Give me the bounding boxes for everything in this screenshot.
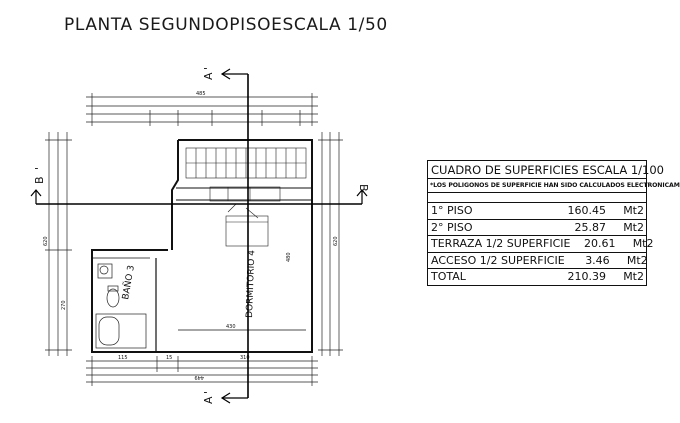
section-lines: [30, 68, 368, 404]
section-marker-b-right: B: [357, 184, 370, 192]
right-dimension-lines: [318, 132, 343, 356]
top-dimension-lines: [86, 93, 318, 126]
plan-title: PLANTA SEGUNDOPISOESCALA 1/50: [64, 15, 388, 35]
room-label-bedroom: DORMITORIO 4: [245, 250, 257, 318]
dim-bottom-overall: 449: [194, 374, 204, 380]
surface-table-spacer: [428, 193, 646, 203]
row-value: 3.46: [585, 253, 610, 267]
table-row: 2° PISO 25.87 Mt2: [428, 220, 646, 236]
surface-table-note: *LOS POLIGONOS DE SUPERFICIE HAN SIDO CA…: [428, 179, 680, 193]
row-label: ACCESO 1/2 SUPERFICIE: [431, 253, 565, 267]
table-row: TOTAL 210.39 Mt2: [428, 269, 646, 285]
row-value: 160.45: [567, 204, 607, 218]
left-dimension-lines: [45, 132, 72, 356]
room-label-bath: BAÑO 3: [120, 264, 137, 300]
row-value: 20.61: [584, 237, 616, 251]
row-label: TOTAL: [431, 270, 466, 284]
section-marker-a-top-prime: ': [202, 67, 215, 70]
table-row: ACCESO 1/2 SUPERFICIE 3.46 Mt2: [428, 253, 648, 269]
section-marker-a-bottom: A: [202, 396, 215, 404]
walls: [91, 139, 313, 353]
surface-table: CUADRO DE SUPERFICIES ESCALA 1/100 *LOS …: [427, 160, 680, 286]
dim-inner-width: 430: [226, 324, 236, 330]
section-marker-a-bottom-prime: ': [202, 391, 215, 394]
row-value: 25.87: [574, 220, 607, 234]
dim-bottom-a: 115: [118, 355, 128, 361]
surface-table-rows: 1° PISO 160.45 Mt2 2° PISO 25.87 Mt2 TER…: [428, 203, 654, 285]
row-value: 210.39: [567, 270, 607, 284]
dim-bottom-b: 310: [240, 355, 250, 361]
surface-table-header: CUADRO DE SUPERFICIES ESCALA 1/100: [428, 161, 664, 179]
bottom-dimension-lines: [86, 356, 318, 386]
row-label: TERRAZA 1/2 SUPERFICIE: [431, 237, 571, 251]
bed: [225, 203, 269, 247]
row-unit: Mt2: [623, 270, 644, 284]
row-unit: Mt2: [626, 253, 648, 267]
row-label: 2° PISO: [431, 220, 473, 234]
table-row: 1° PISO 160.45 Mt2: [428, 203, 646, 220]
table-row: TERRAZA 1/2 SUPERFICIE 20.61 Mt2: [428, 236, 654, 253]
section-marker-b-left: B: [33, 176, 46, 184]
section-marker-a-top: A: [202, 72, 215, 80]
dim-right-overall: 620: [333, 236, 339, 246]
row-unit: Mt2: [623, 220, 644, 234]
dim-top-overall: 485: [196, 91, 206, 97]
dim-bath-depth: 270: [61, 300, 67, 310]
dim-bedroom-depth: 480: [286, 252, 292, 262]
dim-left-overall: 620: [43, 236, 49, 246]
bath-fixtures: [95, 263, 147, 349]
stair-block: [185, 147, 307, 202]
row-unit: Mt2: [632, 237, 654, 251]
section-marker-b-prime: ': [33, 167, 46, 170]
dim-bottom-c: 15: [166, 355, 172, 361]
row-unit: Mt2: [623, 204, 644, 218]
row-label: 1° PISO: [431, 204, 473, 218]
